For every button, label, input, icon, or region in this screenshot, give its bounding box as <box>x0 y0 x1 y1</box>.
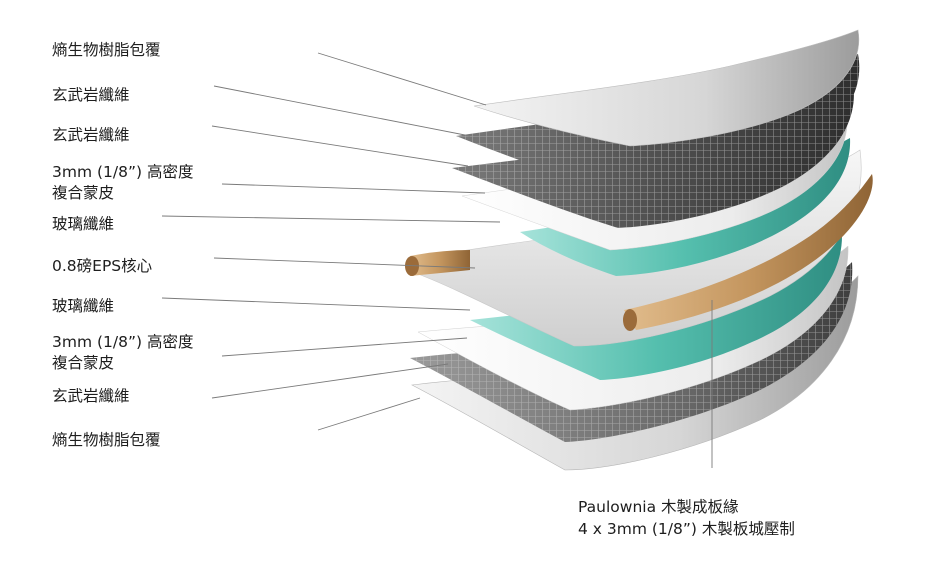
leader-line-8 <box>221 337 468 357</box>
leader-line-2 <box>213 85 471 137</box>
leader-line-10 <box>317 397 421 431</box>
layer-label-8-line1: 3mm (1/8”) 高密度 <box>52 333 194 351</box>
rail-end-left <box>410 250 470 276</box>
leader-line-1 <box>317 52 487 106</box>
rail-caption: Paulownia 木製成板緣 4 x 3mm (1/8”) 木製板城壓制 <box>578 496 795 540</box>
leader-line-4 <box>221 183 486 194</box>
top-resin-layer <box>473 29 860 147</box>
rail-caption-line2: 4 x 3mm (1/8”) 木製板城壓制 <box>578 520 795 538</box>
layer-label-4-line1: 3mm (1/8”) 高密度 <box>52 163 194 181</box>
layer-label-5: 玻璃纖維 <box>52 215 115 233</box>
rail-caption-line1: Paulownia 木製成板緣 <box>578 498 739 516</box>
layer-label-4: 3mm (1/8”) 高密度 複合蒙皮 <box>52 162 193 204</box>
layer-label-8-line2: 複合蒙皮 <box>52 354 115 372</box>
layer-label-3: 玄武岩纖維 <box>52 126 130 144</box>
leader-line-3 <box>211 125 469 167</box>
layer-label-4-line2: 複合蒙皮 <box>52 184 115 202</box>
layer-label-1: 熵生物樹脂包覆 <box>52 41 161 59</box>
layer-label-9: 玄武岩纖維 <box>52 387 130 405</box>
layer-label-6: 0.8磅EPS核心 <box>52 257 153 275</box>
leader-line-7 <box>161 297 471 311</box>
layer-label-10: 熵生物樹脂包覆 <box>52 431 161 449</box>
layer-label-2: 玄武岩纖維 <box>52 86 130 104</box>
paulownia-rail <box>624 174 873 330</box>
leader-line-6 <box>213 257 476 269</box>
layer-label-7: 玻璃纖維 <box>52 297 115 315</box>
leader-line-5 <box>161 215 501 223</box>
leader-line-9 <box>211 363 449 399</box>
leader-lines <box>161 52 713 468</box>
rail-end-cap-front <box>623 309 637 331</box>
layer-label-8: 3mm (1/8”) 高密度 複合蒙皮 <box>52 332 193 374</box>
